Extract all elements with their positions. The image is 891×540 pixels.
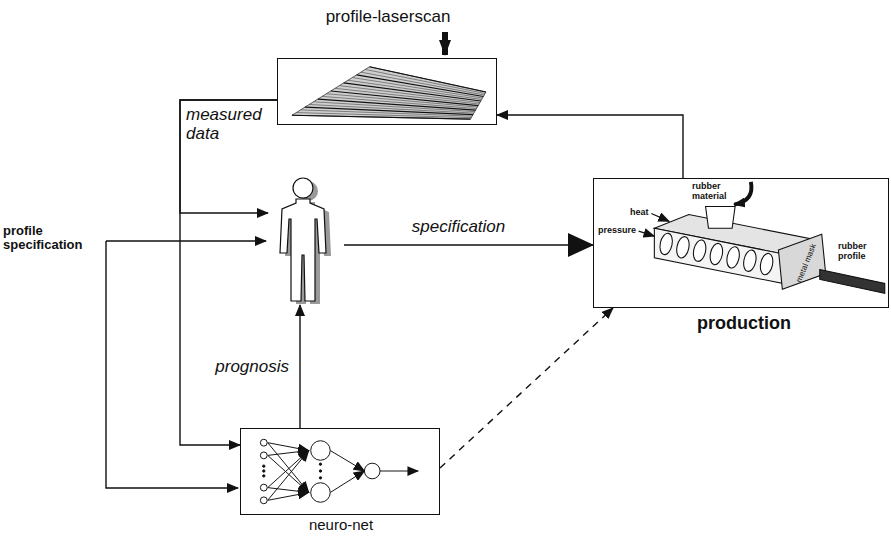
part-label: rubber material — [692, 181, 744, 201]
operator-figure — [268, 175, 338, 305]
connector — [299, 305, 300, 428]
node-heading: production — [654, 313, 834, 333]
part-label: rubber profile — [838, 241, 888, 261]
illustration — [241, 429, 439, 514]
edge-label: prognosis — [212, 357, 292, 377]
connector — [440, 308, 613, 468]
illustration — [278, 59, 496, 124]
illustration — [268, 175, 338, 305]
connector — [497, 115, 683, 178]
connector — [344, 244, 593, 245]
flow-label: profile specification — [3, 224, 103, 253]
edge-label: specification — [409, 217, 509, 237]
connector — [180, 100, 277, 213]
laserscan-box: profile-laserscan — [277, 58, 497, 125]
connector — [180, 100, 277, 445]
flow-label: measured data — [186, 106, 266, 143]
part-label: heat — [630, 207, 649, 217]
node-heading: profile-laserscan — [278, 7, 498, 26]
spec-line — [106, 240, 266, 241]
scan-arrow — [442, 32, 448, 55]
neuro-net-box: neuro-net — [240, 428, 440, 515]
node-heading: neuro-net — [241, 517, 441, 534]
production-box: rubber materialheatpressuremetal maskrub… — [593, 178, 889, 308]
part-label: pressure — [598, 225, 636, 235]
